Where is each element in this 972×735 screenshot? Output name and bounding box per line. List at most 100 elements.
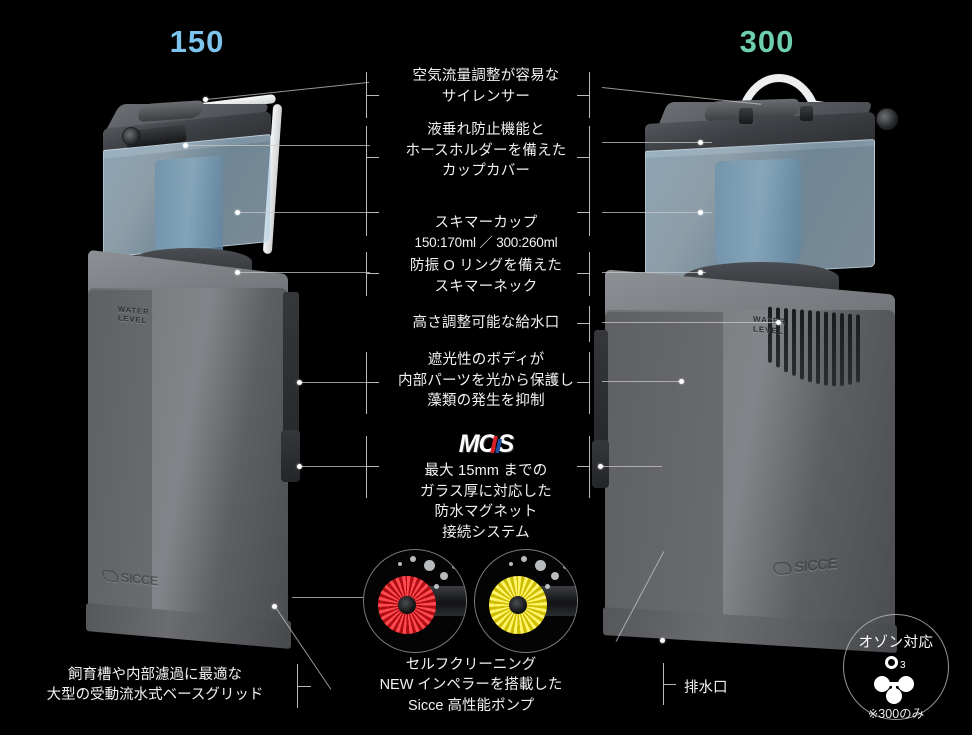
leader-line-cup-left bbox=[238, 212, 370, 213]
tick-right-neck bbox=[577, 273, 590, 274]
magnet-bracket-300 bbox=[594, 330, 608, 470]
bubble-icon bbox=[452, 564, 457, 569]
tick-right-cup bbox=[577, 212, 590, 213]
tick-left-cupcover bbox=[366, 157, 379, 158]
callout-skimmer-cup-volumes: 150:170ml ／ 300:260ml bbox=[414, 235, 558, 251]
ozone-note: ※300のみ bbox=[867, 707, 925, 721]
leader-dot-basegrid bbox=[272, 604, 277, 609]
tick-right-magnet bbox=[577, 466, 590, 467]
bubble-icon bbox=[410, 556, 416, 562]
tick-left-magnet bbox=[366, 466, 379, 467]
tick-left-cup bbox=[366, 212, 379, 213]
bracket-left-cup bbox=[366, 190, 367, 236]
water-level-emboss-150: WATER LEVEL bbox=[118, 304, 150, 326]
tick-left-neck bbox=[366, 273, 379, 274]
ozone-title: オゾン対応 bbox=[858, 635, 934, 651]
bubble-icon bbox=[398, 562, 402, 566]
tick-left-silencer bbox=[366, 95, 379, 96]
skimmer-neck-inner-300 bbox=[715, 158, 801, 278]
leader-dot-neck-right bbox=[698, 270, 703, 275]
bracket-left-neck bbox=[366, 252, 367, 296]
tick-basegrid bbox=[297, 686, 311, 687]
leader-dot-body-right bbox=[679, 379, 684, 384]
tick-right-shield bbox=[577, 382, 590, 383]
bracket-right-cupcover bbox=[589, 126, 590, 190]
bottom-label-pump: セルフクリーニング NEW インペラーを搭載した Sicce 高性能ポンプ bbox=[379, 657, 563, 714]
bracket-right-inlet bbox=[589, 306, 590, 342]
o3-molecule-icon: 3 bbox=[866, 656, 926, 704]
callout-body-shield: 遮光性のボディが 内部パーツを光から保護し 藻類の発生を抑制 bbox=[397, 352, 575, 410]
bubble-icon bbox=[551, 572, 559, 580]
hose-holder-300 bbox=[739, 108, 753, 124]
leader-dot-magnet-left bbox=[297, 464, 302, 469]
leader-dot-body-left bbox=[297, 380, 302, 385]
leader-dot-silencer-left bbox=[203, 97, 208, 102]
bubble-icon bbox=[535, 560, 546, 571]
bubble-icon bbox=[424, 560, 435, 571]
impeller-hub-yellow bbox=[509, 596, 527, 614]
o3-ring-icon bbox=[885, 656, 898, 669]
bracket-left-magnet bbox=[366, 436, 367, 498]
leader-dot-cup-left bbox=[235, 210, 240, 215]
body-left-face-300 bbox=[605, 312, 723, 628]
ozone-badge: オゾン対応 3 bbox=[843, 614, 949, 720]
leader-line-impeller bbox=[292, 597, 372, 598]
sicce-mark-icon-150 bbox=[102, 569, 119, 583]
mcs-letter-s: S bbox=[497, 429, 515, 458]
callout-skimmer-neck: 防振 O リングを備えた スキマーネック bbox=[409, 258, 563, 295]
leader-dot-neck-left bbox=[235, 270, 240, 275]
leader-line-cup-right bbox=[602, 212, 712, 213]
bubble-icon bbox=[509, 562, 513, 566]
leader-dot-drain bbox=[660, 638, 665, 643]
bracket-right-neck bbox=[589, 252, 590, 296]
bracket-left-cupcover bbox=[366, 126, 367, 190]
leader-line-body-left bbox=[300, 382, 370, 383]
skimmer-neck-inner-150 bbox=[155, 155, 223, 257]
tick-right-cupcover bbox=[577, 157, 590, 158]
model-label-300: 300 bbox=[739, 24, 795, 59]
leader-line-neck-right bbox=[602, 272, 706, 273]
bubble-icon bbox=[434, 584, 439, 589]
leader-dot-cupcover-right bbox=[698, 140, 703, 145]
body-left-face-150 bbox=[88, 290, 152, 622]
callout-skimmer-cup: スキマーカップ 150:170ml ／ 300:260ml bbox=[382, 192, 590, 273]
leader-line-inlet-right bbox=[602, 322, 780, 323]
impeller-inset-red bbox=[363, 549, 467, 653]
leader-dot-magnet-right bbox=[598, 464, 603, 469]
callout-silencer: 空気流量調整が容易な サイレンサー bbox=[412, 68, 560, 105]
tick-drain bbox=[663, 684, 676, 685]
vent-grill-300 bbox=[768, 306, 892, 392]
bracket-right-cup bbox=[589, 190, 590, 236]
leader-line-body-right bbox=[602, 381, 682, 382]
bubble-icon bbox=[563, 564, 568, 569]
bracket-left-shield bbox=[366, 352, 367, 414]
magnet-bracket-lower-150 bbox=[281, 430, 300, 482]
bubble-icon bbox=[521, 556, 527, 562]
sicce-mark-icon-300 bbox=[773, 561, 792, 576]
nozzle-cap-150 bbox=[122, 127, 141, 146]
o3-atom-right bbox=[898, 676, 914, 692]
bottom-label-drain: 排水口 bbox=[684, 680, 728, 696]
model-label-150: 150 bbox=[169, 24, 225, 59]
bottom-label-base-grid: 飼育槽や内部濾過に最適な 大型の受動流水式ベースグリッド bbox=[46, 667, 264, 704]
o3-atom-bottom bbox=[886, 688, 902, 704]
bracket-right-magnet bbox=[589, 436, 590, 498]
tick-right-silencer bbox=[577, 95, 590, 96]
mcs-letter-m: M bbox=[458, 429, 480, 458]
callout-magnet-system: 最大 15mm までの ガラス厚に対応した 防水マグネット 接続システム bbox=[419, 463, 552, 541]
tick-left-shield bbox=[366, 382, 379, 383]
callout-cup-cover: 液垂れ防止機能と ホースホルダーを備えた カップカバー bbox=[405, 122, 567, 180]
water-level-emboss-300: WATER LEVEL bbox=[753, 314, 787, 337]
leader-dot-cupcover-left bbox=[183, 143, 188, 148]
nozzle-cap-300 bbox=[876, 108, 898, 130]
bubble-icon bbox=[545, 584, 550, 589]
leader-line-cupcover-right bbox=[602, 142, 712, 143]
leader-line-magnet-left bbox=[300, 466, 370, 467]
callout-water-inlet: 高さ調整可能な給水口 bbox=[412, 315, 560, 331]
callout-skimmer-cup-title: スキマーカップ bbox=[434, 214, 538, 231]
leader-line-cupcover-left bbox=[186, 145, 370, 146]
leader-line-neck-left bbox=[238, 272, 370, 273]
hose-holder-2-300 bbox=[800, 106, 813, 121]
